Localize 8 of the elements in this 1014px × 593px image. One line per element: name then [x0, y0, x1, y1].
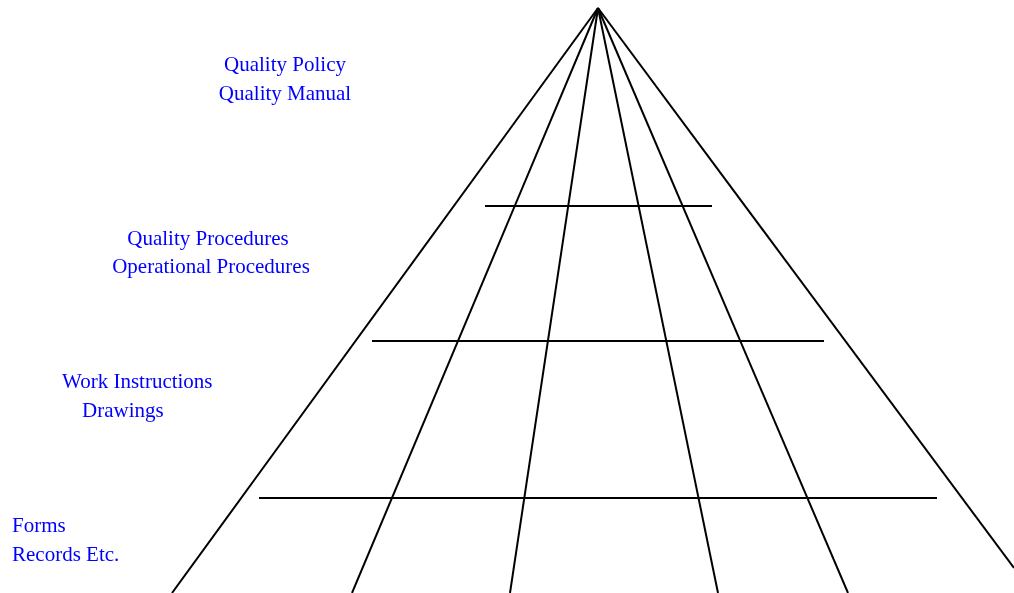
level-label: Quality Manual [218, 81, 352, 105]
level-label: Forms [12, 513, 66, 537]
level-label: Quality Policy [224, 52, 346, 76]
level-label: Operational Procedures [112, 254, 310, 278]
level-label: Drawings [82, 398, 164, 422]
level-label: Quality Procedures [127, 226, 289, 250]
level-label: Records Etc. [12, 542, 120, 566]
level-label: Work Instructions [62, 369, 213, 393]
